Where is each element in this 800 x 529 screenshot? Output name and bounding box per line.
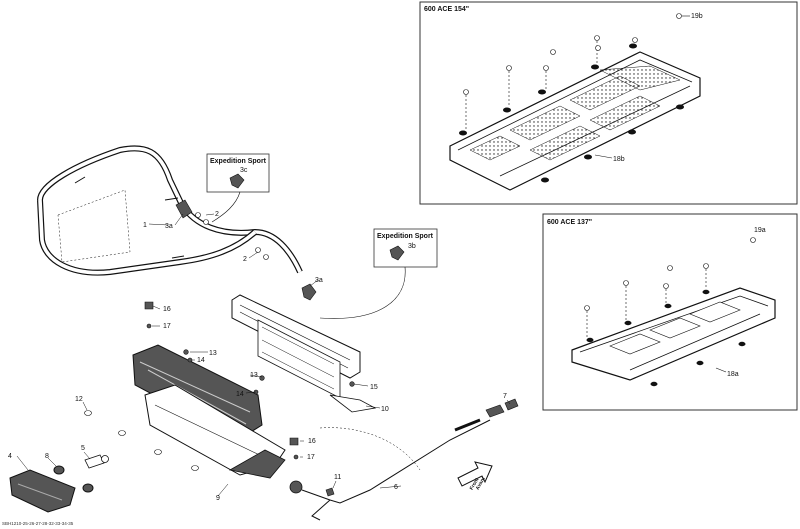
clip-3a-right <box>301 283 317 301</box>
label-18a: 18a <box>727 371 739 378</box>
label-16-bottom: 16 <box>308 438 316 445</box>
running-board-137 <box>571 287 776 387</box>
label-14-bottom: 14 <box>236 391 244 398</box>
panel-ace-154-title: 600 ACE 154" <box>424 6 469 13</box>
panel-ace-154: 600 ACE 154" <box>419 1 798 205</box>
front-direction-arrow: Front Avant <box>457 461 493 491</box>
rivets-12 <box>84 410 199 471</box>
label-6: 6 <box>394 484 398 491</box>
callout-expedition-3b: Expedition Sport 3b <box>319 228 438 319</box>
label-3a-left: 3a <box>165 223 173 230</box>
leader-lines <box>16 213 511 497</box>
label-5: 5 <box>81 445 85 452</box>
label-17-top: 17 <box>163 323 171 330</box>
clip-3c <box>229 173 245 189</box>
label-11: 11 <box>334 474 341 481</box>
label-7: 7 <box>503 393 507 400</box>
callout-expedition-3c: Expedition Sport 3c <box>206 153 270 223</box>
label-2-bottom: 2 <box>243 256 247 263</box>
rivets-19a <box>584 237 756 337</box>
rear-deflector <box>132 344 286 479</box>
panel-ace-137-title: 600 ACE 137" <box>547 219 592 226</box>
clip-3b <box>389 245 405 261</box>
rivets-19b <box>463 13 690 130</box>
callout-expedition-title-2: Expedition Sport <box>377 233 434 240</box>
label-2-top: 2 <box>215 211 219 218</box>
label-15: 15 <box>370 384 378 391</box>
label-13-bottom: 13 <box>250 372 258 379</box>
label-19a: 19a <box>754 227 766 234</box>
callout-expedition-title-1: Expedition Sport <box>210 158 267 165</box>
label-3b: 3b <box>408 243 416 250</box>
running-board-154 <box>449 43 701 191</box>
wiring-harness <box>289 398 519 521</box>
label-1: 1 <box>143 222 147 229</box>
label-17-bottom: 17 <box>307 454 315 461</box>
label-8: 8 <box>45 453 49 460</box>
label-16-top: 16 <box>163 306 171 313</box>
screws-2 <box>195 212 269 260</box>
label-3a-right: 3a <box>315 277 323 284</box>
label-4: 4 <box>8 453 12 460</box>
label-9: 9 <box>216 495 220 502</box>
rear-structure <box>231 294 377 413</box>
label-18b: 18b <box>613 156 625 163</box>
label-12: 12 <box>75 396 83 403</box>
label-19b: 19b <box>691 13 703 20</box>
label-14-top: 14 <box>197 357 205 364</box>
part-labels: 1 2 2 3a 3a 4 5 6 7 8 9 10 11 12 13 13 1… <box>8 211 507 502</box>
front-arrow-text-1: Front <box>469 477 481 491</box>
label-13-top: 13 <box>209 350 217 357</box>
label-3c: 3c <box>240 167 248 174</box>
rear-bumper <box>37 145 303 276</box>
label-10: 10 <box>381 406 389 413</box>
footer-drawing-code: SBH1210-25-26-27-28-32-33-34-35 <box>2 521 74 526</box>
panel-ace-137: 600 ACE 137" 19a 18a <box>542 213 798 411</box>
clip-3a-left <box>175 199 193 219</box>
tail-light <box>9 454 109 513</box>
